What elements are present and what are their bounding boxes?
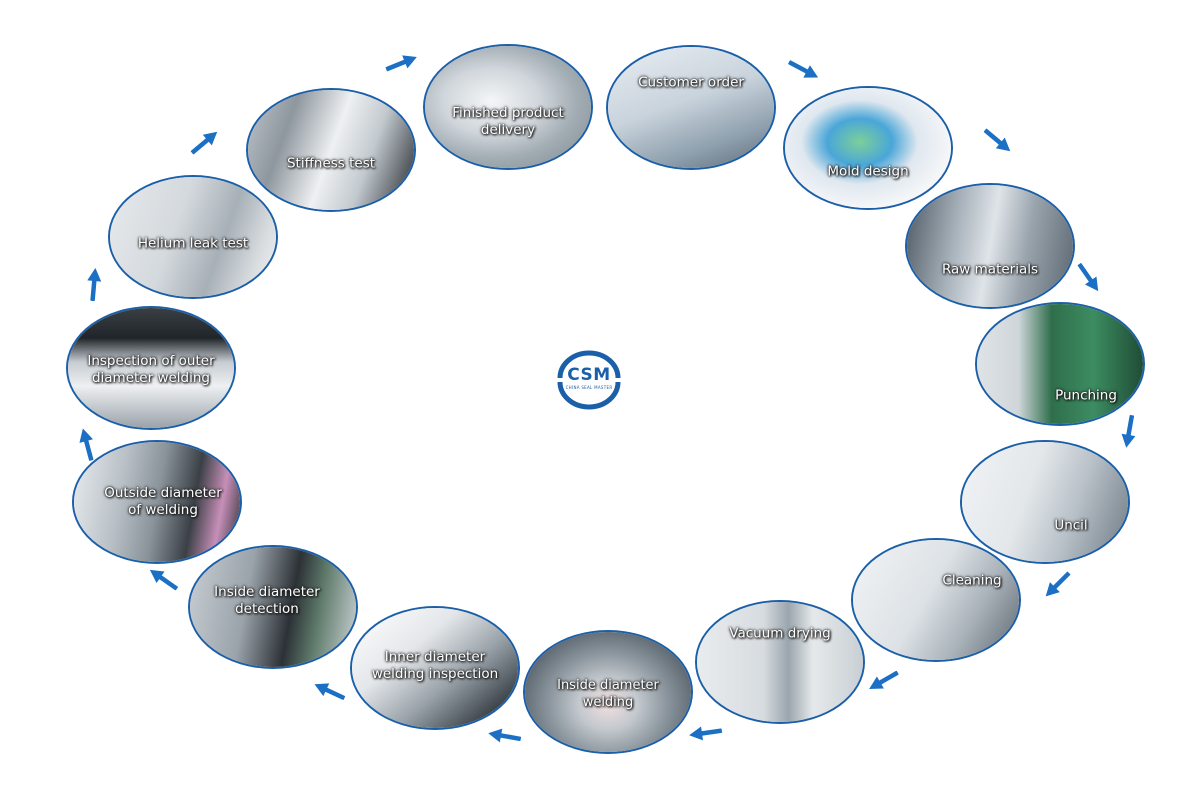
step-photo bbox=[68, 308, 234, 428]
step-punching: Punching bbox=[975, 302, 1145, 426]
step-label: Customer order bbox=[638, 74, 744, 91]
step-cleaning: Cleaning bbox=[851, 538, 1021, 662]
step-photo bbox=[853, 540, 1019, 660]
step-photo bbox=[525, 632, 691, 752]
step-label: Inner diameter welding inspection bbox=[371, 648, 499, 682]
step-label: Punching bbox=[1055, 387, 1117, 404]
step-stiffness-test: Stiffness test bbox=[246, 88, 416, 212]
step-photo bbox=[977, 304, 1143, 424]
step-label: Helium leak test bbox=[137, 235, 249, 252]
csm-logo: CSM CHINA SEAL MASTER bbox=[546, 348, 632, 410]
step-raw-materials: Raw materials bbox=[905, 183, 1075, 309]
step-label: Cleaning bbox=[942, 572, 1002, 589]
flow-arrow bbox=[1118, 413, 1140, 450]
step-photo bbox=[425, 46, 591, 168]
step-label: Finished product delivery bbox=[452, 104, 564, 138]
step-photo bbox=[190, 547, 356, 667]
flow-arrow bbox=[85, 266, 104, 302]
flow-arrow bbox=[75, 426, 99, 463]
step-inside-diameter-welding: Inside diameter welding bbox=[523, 630, 693, 754]
step-label: Inspection of outer diameter welding bbox=[87, 353, 215, 387]
step-vacuum-drying: Vacuum drying bbox=[695, 600, 865, 724]
logo-subtext: CHINA SEAL MASTER bbox=[565, 385, 613, 390]
flow-arrow bbox=[383, 49, 421, 77]
step-photo bbox=[74, 442, 240, 562]
flow-arrow bbox=[785, 55, 823, 85]
step-photo bbox=[608, 47, 774, 168]
step-label: Raw materials bbox=[941, 261, 1039, 278]
step-inner-diameter-welding-inspection: Inner diameter welding inspection bbox=[350, 606, 520, 730]
step-customer-order: Customer order bbox=[606, 45, 776, 170]
step-label: Stiffness test bbox=[286, 155, 376, 172]
flow-arrow bbox=[687, 723, 723, 744]
step-label: Vacuum drying bbox=[729, 625, 831, 642]
step-outside-diameter-of-welding: Outside diameter of welding bbox=[72, 440, 242, 564]
flow-arrow bbox=[1073, 259, 1106, 296]
step-photo bbox=[352, 608, 518, 728]
step-photo bbox=[248, 90, 414, 210]
step-label: Outside diameter of welding bbox=[104, 485, 222, 518]
step-inside-diameter-detection: Inside diameter detection bbox=[188, 545, 358, 669]
step-label: Uncil bbox=[1054, 517, 1088, 534]
step-photo bbox=[697, 602, 863, 722]
step-photo bbox=[907, 185, 1073, 307]
step-inspection-of-outer-diameter-welding: Inspection of outer diameter welding bbox=[66, 306, 236, 430]
flow-arrow bbox=[980, 124, 1016, 158]
flow-arrow bbox=[486, 725, 523, 747]
step-finished-product-delivery: Finished product delivery bbox=[423, 44, 593, 170]
step-label: Inside diameter welding bbox=[557, 678, 659, 711]
flow-arrow bbox=[1039, 567, 1074, 602]
flow-arrow bbox=[144, 563, 181, 596]
flow-arrow bbox=[310, 677, 348, 706]
step-label: Mold design bbox=[827, 163, 909, 180]
step-label: Inside diameter detection bbox=[214, 584, 320, 617]
logo-text: CSM bbox=[567, 365, 611, 385]
flow-arrow bbox=[864, 666, 901, 697]
flow-arrow bbox=[187, 125, 223, 159]
